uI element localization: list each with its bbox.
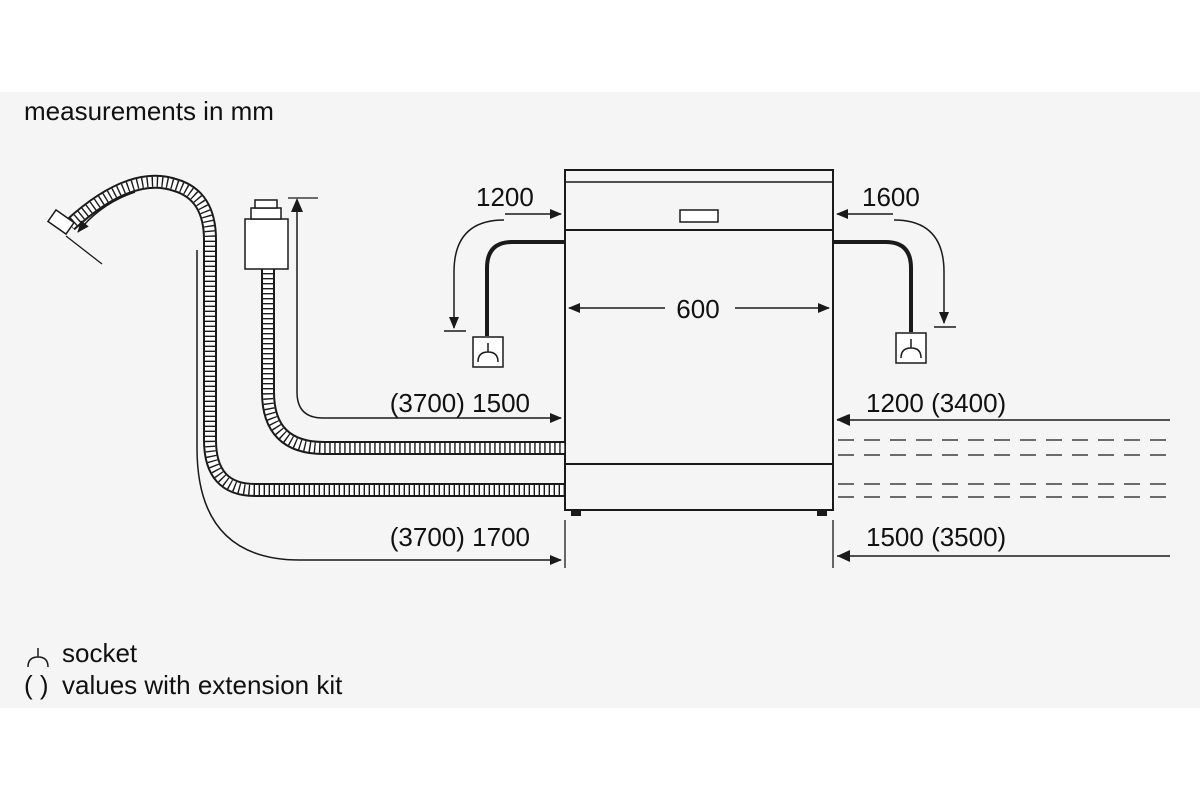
socket-legend-icon [27, 648, 49, 668]
drain-hose: (3700) 1500 [244, 197, 565, 455]
legend: socket ( ) values with extension kit [24, 638, 343, 700]
left-power-cable: 1200 [444, 182, 565, 368]
aquastop-box [244, 218, 289, 270]
drain-hose-left-value: (3700) 1500 [390, 388, 530, 418]
dishwasher-front [564, 169, 834, 516]
width-dimension: 600 [568, 294, 830, 324]
right-power-cable: 1600 [833, 182, 956, 364]
control-panel-display [679, 209, 719, 223]
drain-hose-right-value: 1200 (3400) [866, 388, 1006, 418]
units-note: measurements in mm [24, 96, 274, 126]
legend-brackets-label: values with extension kit [62, 670, 343, 700]
hose-hook-icon [46, 208, 76, 236]
inlet-hose-left-value: (3700) 1700 [390, 522, 530, 552]
inlet-hose: (3700) 1700 [46, 174, 566, 568]
left-foot [571, 510, 581, 516]
inlet-hose-right-value: 1500 (3500) [866, 522, 1006, 552]
legend-socket-label: socket [62, 638, 138, 668]
legend-brackets-symbol: ( ) [24, 670, 49, 700]
power-cable-left-value: 1200 [476, 182, 534, 212]
width-value: 600 [676, 294, 719, 324]
right-foot [817, 510, 827, 516]
right-hose-routing: 1200 (3400) 1500 (3500) [832, 388, 1170, 568]
power-cable-right-value: 1600 [862, 182, 920, 212]
